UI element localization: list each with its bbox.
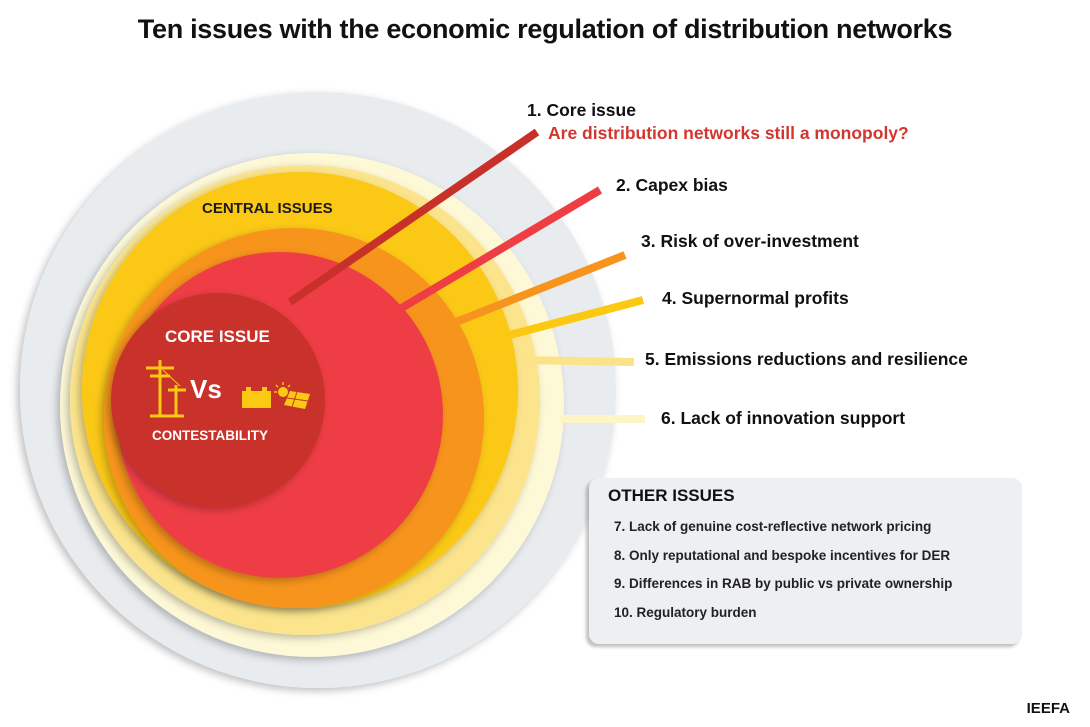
contestability-label: CONTESTABILITY — [152, 428, 268, 443]
leader-line-4 — [481, 296, 645, 346]
vs-label: Vs — [190, 374, 222, 404]
battery-icon — [242, 387, 271, 408]
issue-1-label: 1. Core issue — [527, 100, 636, 120]
other-issues-heading: OTHER ISSUES — [608, 486, 735, 505]
other-issue-item: 10. Regulatory burden — [614, 605, 757, 620]
central-issues-label: CENTRAL ISSUES — [202, 200, 333, 217]
issue-5-label: 5. Emissions reductions and resilience — [645, 349, 968, 369]
leader-line-1 — [287, 128, 540, 306]
power-pole-icon — [146, 360, 186, 418]
page-title: Ten issues with the economic regulation … — [137, 14, 953, 44]
other-issue-item: 9. Differences in RAB by public vs priva… — [614, 576, 953, 591]
other-issue-item: 8. Only reputational and bespoke incenti… — [614, 548, 951, 563]
issue-4-label: 4. Supernormal profits — [662, 288, 849, 308]
ring-core — [111, 293, 325, 507]
issue-1-subtitle: Are distribution networks still a monopo… — [548, 123, 909, 143]
leader-line-5 — [519, 356, 635, 366]
other-issues-panel: OTHER ISSUES 7. Lack of genuine cost-ref… — [589, 478, 1022, 644]
other-issue-item: 7. Lack of genuine cost-reflective netwo… — [614, 519, 932, 534]
leader-line-2 — [375, 186, 603, 326]
issue-6-label: 6. Lack of innovation support — [661, 408, 906, 428]
issue-2-label: 2. Capex bias — [616, 175, 728, 195]
leader-line-3 — [434, 251, 627, 334]
solar-panel-icon — [274, 382, 310, 409]
issue-3-label: 3. Risk of over-investment — [641, 231, 859, 251]
core-issue-label: CORE ISSUE — [165, 327, 270, 346]
brand-logo-text: IEEFA — [1026, 700, 1070, 717]
